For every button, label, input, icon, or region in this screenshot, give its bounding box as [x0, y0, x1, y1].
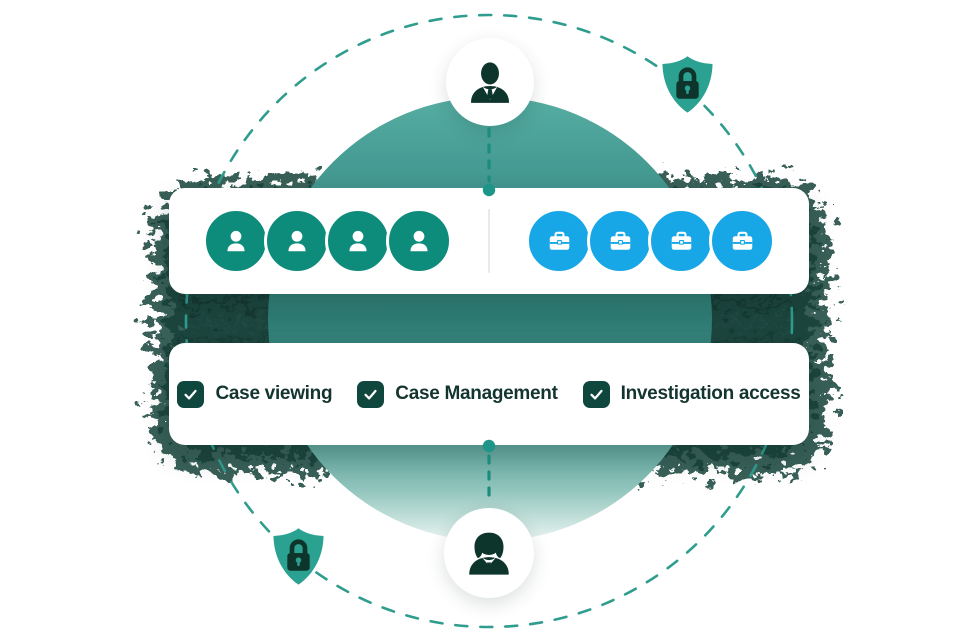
permission-label: Investigation access — [620, 383, 801, 404]
investigation-access-checkbox[interactable] — [582, 380, 610, 408]
checkmark-icon — [184, 389, 198, 400]
roles-card — [169, 188, 809, 294]
case-viewing-checkbox[interactable] — [177, 380, 205, 408]
top-figure-circle — [446, 38, 534, 126]
permission-item: Case viewing — [177, 380, 333, 408]
user-avatar-bubble — [203, 208, 269, 274]
user-avatar-bubble — [386, 208, 452, 274]
case-bubble — [648, 208, 714, 274]
user-avatar-bubble — [264, 208, 330, 274]
case-management-checkbox[interactable] — [357, 380, 385, 408]
briefcase-icon — [671, 231, 691, 250]
user-bubbles-group — [203, 208, 452, 274]
case-bubble — [526, 208, 592, 274]
shield-lock-icon — [662, 56, 713, 113]
gradient-circle — [268, 97, 712, 541]
divider — [488, 209, 490, 273]
briefcase-icon — [732, 231, 752, 250]
permission-label: Case viewing — [215, 383, 333, 404]
shield-lock-icon — [273, 528, 324, 585]
bottom-figure-circle — [444, 508, 534, 598]
shield-lock-badge-top-right — [661, 55, 714, 119]
case-bubble — [709, 208, 775, 274]
briefcase-icon — [610, 231, 630, 250]
case-bubbles-group — [526, 208, 775, 274]
permission-item: Investigation access — [582, 380, 801, 408]
briefcase-icon — [549, 231, 569, 250]
permission-label: Case Management — [395, 383, 558, 404]
permission-item: Case Management — [357, 380, 558, 408]
user-icon — [349, 230, 367, 252]
case-bubble — [587, 208, 653, 274]
user-avatar-bubble — [325, 208, 391, 274]
businessman-icon — [471, 62, 509, 103]
shield-lock-badge-bottom-left — [272, 527, 325, 591]
checkmark-icon — [364, 389, 377, 400]
user-icon — [288, 230, 306, 252]
user-icon — [227, 230, 245, 252]
permissions-card: Case viewing Case Management Investigati… — [169, 343, 809, 445]
checkmark-icon — [590, 389, 603, 400]
businesswoman-icon — [469, 532, 509, 575]
user-icon — [410, 230, 428, 252]
